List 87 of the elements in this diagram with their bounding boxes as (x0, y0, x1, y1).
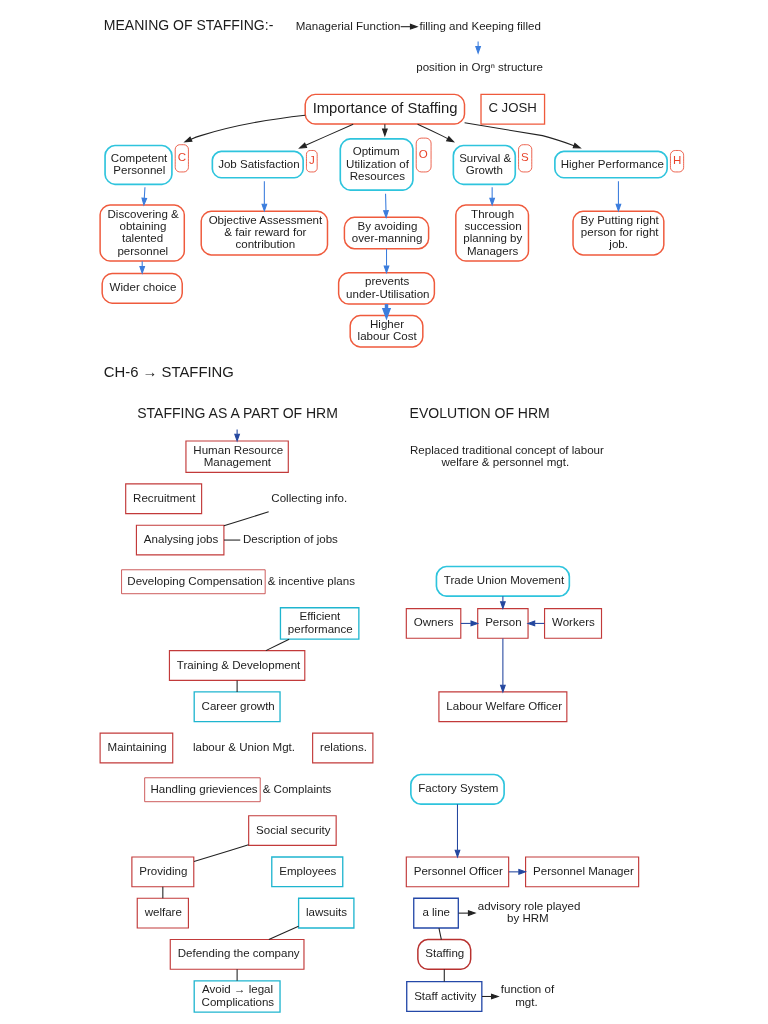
arrow (453, 803, 461, 859)
node-box: Maintaining (99, 732, 173, 764)
arrow (488, 186, 495, 207)
node-box: Developing Compensation (120, 569, 266, 595)
node-text: function of mgt. (500, 983, 554, 1008)
node-box: Discovering & obtaining talented personnel (98, 204, 185, 262)
label: EVOLUTION OF HRM (409, 404, 550, 421)
connector (161, 886, 163, 899)
node-box: C JOSH (479, 93, 545, 125)
node-box: Wider choice (100, 272, 183, 304)
node-box: Person (476, 608, 529, 639)
node-box: Objective Assessment & fair reward for contribution (199, 210, 328, 256)
arrow (399, 23, 419, 30)
node-box: Providing (130, 856, 194, 888)
connector (267, 925, 299, 940)
node-box: Defending the company (169, 938, 305, 970)
node-box: Staff activity (405, 980, 482, 1012)
node-box: Through succession planning by Managers (454, 204, 529, 262)
arrow (382, 193, 389, 219)
arrow (260, 180, 267, 213)
node-box: Efficient performance (279, 607, 360, 640)
node-box: Social security (247, 815, 337, 847)
arrow (463, 122, 582, 149)
connector (443, 968, 445, 982)
connector (236, 679, 238, 693)
node-label: & incentive plans (267, 574, 355, 587)
node-label: O (418, 148, 428, 161)
arrow (499, 595, 506, 610)
label: MEANING OF STAFFING:- (103, 17, 273, 34)
node-label: & Complaints (262, 782, 331, 795)
node-label: H (672, 154, 681, 167)
label: Replaced traditional concept of labour welfare & personnel mgt. (409, 443, 604, 468)
node-box: Owners (405, 608, 461, 639)
node-box: Handling grieviences (143, 777, 261, 803)
node-box: By avoiding over-manning (343, 216, 429, 250)
arrow (499, 637, 506, 694)
arrow (474, 41, 481, 55)
connector (192, 844, 249, 863)
node-text: Managerial Function (295, 19, 400, 32)
node-box: Career growth (193, 691, 281, 723)
node-box: Personnel Manager (524, 856, 639, 888)
node-text: Description of jobs (242, 533, 338, 546)
node-box: Factory System (409, 773, 505, 805)
node-text: Collecting info. (270, 491, 347, 504)
label: labour & Union Mgt. (192, 741, 295, 754)
node-box: relations. (311, 732, 373, 764)
arrow (480, 993, 500, 1000)
node-box: a line (412, 897, 459, 929)
node-box: Staffing (416, 938, 471, 970)
node-box: Labour Welfare Officer (437, 691, 567, 723)
arrow (614, 180, 621, 213)
connector (236, 968, 238, 982)
arrow (457, 910, 477, 917)
node-box: Recruitment (124, 483, 202, 515)
arrow (138, 260, 145, 275)
connector (222, 511, 269, 527)
node-box: Workers (543, 608, 602, 639)
node-box: prevents under-Utilisation (337, 271, 435, 305)
node-text: STAFFING AS A PART OF HRM (136, 404, 338, 421)
node-text: position in Orgⁿ structure (415, 61, 543, 74)
node-label: J (308, 154, 315, 167)
label: CH-6 → STAFFING (103, 363, 234, 380)
arrow (381, 123, 388, 138)
arrow (507, 868, 527, 875)
arrow (182, 114, 306, 143)
arrow (233, 429, 240, 443)
node-box: Training & Development (168, 650, 305, 681)
node-box: Higher labour Cost (348, 314, 424, 348)
node-box: Personnel Officer (405, 856, 509, 888)
node-box: lawsuits (297, 897, 355, 929)
node-box: Employees (270, 856, 343, 888)
node-label: C (177, 151, 186, 164)
node-box: By Putting right person for right job. (571, 210, 665, 256)
node-box: welfare (136, 897, 189, 929)
node-text: advisory role played by HRM (477, 899, 580, 925)
connector (222, 539, 241, 541)
node-box: Importance of Staffing (303, 93, 465, 125)
node-label: S (520, 151, 529, 164)
node-text: filling and Keeping filled (419, 19, 541, 32)
connector (437, 927, 442, 941)
node-box: Analysing jobs (135, 524, 224, 556)
connector (264, 638, 290, 652)
arrow (140, 186, 147, 207)
node-box: Human Resource Management (184, 440, 289, 473)
node-box: Avoid → legal Complications (193, 980, 281, 1013)
arrow (526, 620, 545, 627)
node-box: Trade Union Movement (435, 565, 570, 597)
